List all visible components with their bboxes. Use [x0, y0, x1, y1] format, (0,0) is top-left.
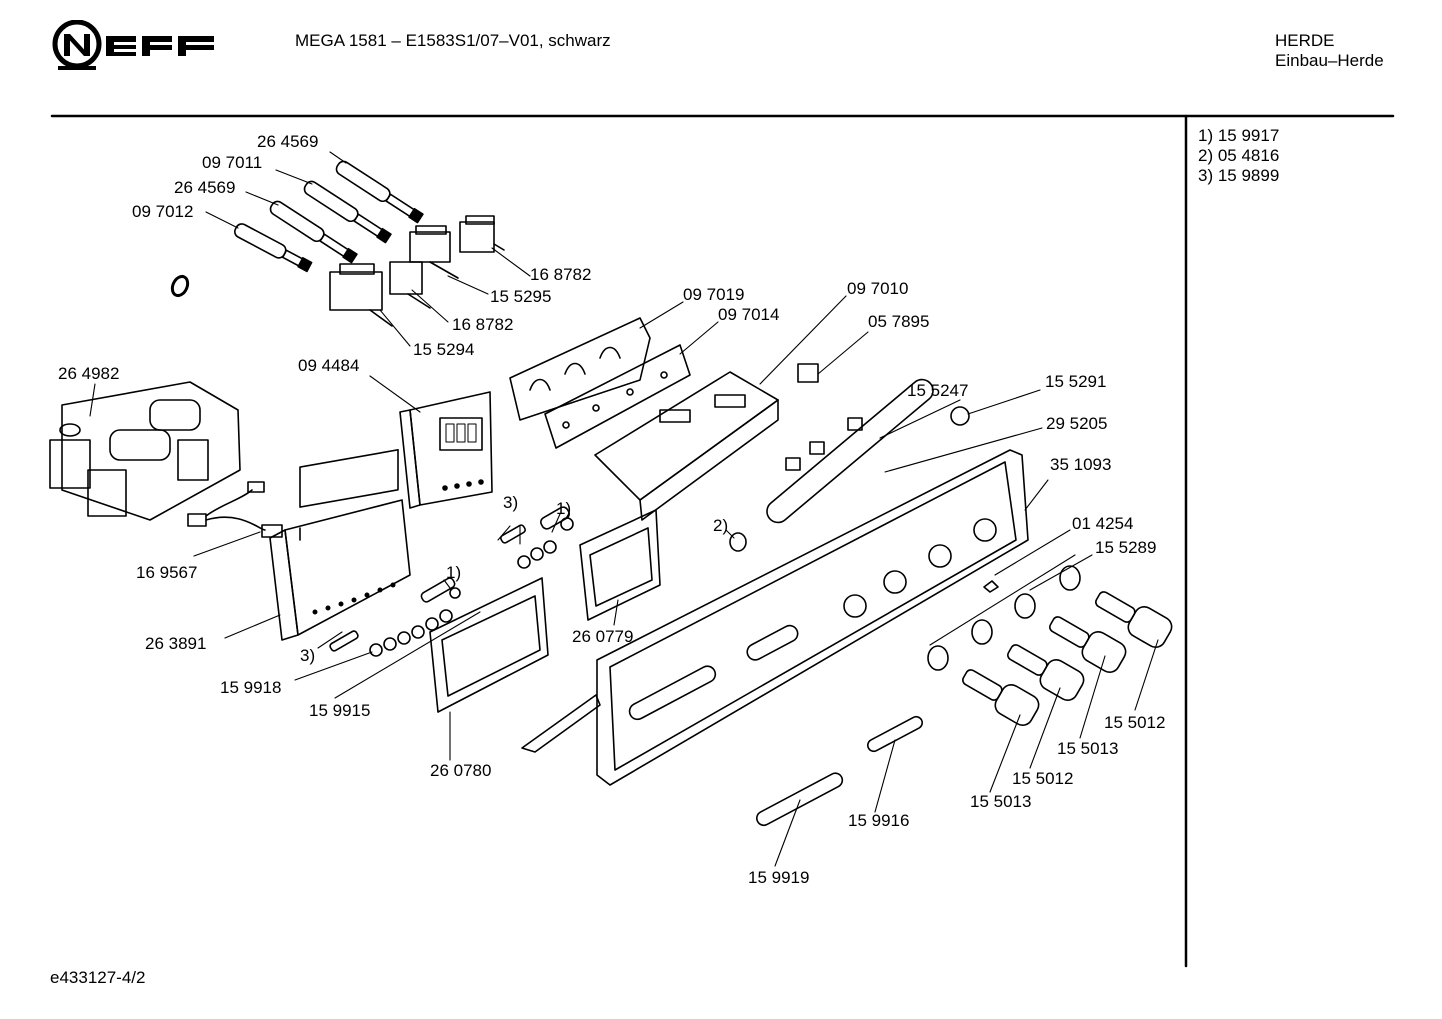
- part-label: 15 5247: [907, 381, 969, 400]
- part-label: 15 5295: [490, 287, 552, 306]
- part-label: 16 8782: [452, 315, 514, 334]
- category-label: HERDE: [1275, 31, 1335, 50]
- rotary-switch-group: [329, 215, 505, 327]
- part-label: 09 4484: [298, 356, 360, 375]
- subcategory-label: Einbau–Herde: [1275, 51, 1384, 70]
- footnote-marker: 2): [713, 516, 729, 535]
- part-label: 16 9567: [136, 563, 198, 582]
- part-label: 15 9918: [220, 678, 282, 697]
- cover-strip-097019: [509, 317, 651, 421]
- part-label: 15 5291: [1045, 372, 1107, 391]
- holding-frame-260780: [429, 577, 549, 713]
- part-label: 15 9915: [309, 701, 371, 720]
- control-knob-group: [962, 591, 1173, 726]
- part-label: 16 8782: [530, 265, 592, 284]
- part-label: 15 5289: [1095, 538, 1157, 557]
- footnote-3: 3) 15 9899: [1198, 166, 1280, 185]
- push-button-group: [329, 506, 574, 657]
- part-label: 29 5205: [1046, 414, 1108, 433]
- part-label: 26 3891: [145, 634, 207, 653]
- neff-logo: [50, 19, 220, 72]
- document-id: e433127-4/2: [50, 968, 146, 987]
- holding-frame-260779: [579, 509, 661, 621]
- switch-carrier-097010: [594, 371, 779, 521]
- display-frame: [269, 449, 411, 641]
- part-label: 26 0779: [572, 627, 634, 646]
- footnote-marker: 3): [503, 493, 519, 512]
- control-shaft-group: [170, 160, 424, 298]
- part-label: 15 5294: [413, 340, 475, 359]
- footnote-1: 1) 15 9917: [1198, 126, 1280, 145]
- leader-lines: [89, 151, 1159, 867]
- part-label: 15 5012: [1012, 769, 1074, 788]
- footnote-marker: 1): [556, 499, 572, 518]
- part-label: 15 5013: [1057, 739, 1119, 758]
- part-label: 05 7895: [868, 312, 930, 331]
- control-panel-351093: [521, 449, 1029, 786]
- part-label: 09 7014: [718, 305, 780, 324]
- bracket-097014: [544, 344, 691, 449]
- part-label: 26 4569: [174, 178, 236, 197]
- part-label: 09 7010: [847, 279, 909, 298]
- knob-ring-group: [927, 565, 1081, 671]
- part-label: 15 5012: [1104, 713, 1166, 732]
- part-label: 09 7011: [202, 153, 263, 172]
- model-title: MEGA 1581 – E1583S1/07–V01, schwarz: [295, 31, 611, 50]
- footnote-2: 2) 05 4816: [1198, 146, 1280, 165]
- lens-strip-group: [755, 715, 923, 827]
- part-label: 26 4982: [58, 364, 120, 383]
- part-label: 09 7019: [683, 285, 745, 304]
- part-label: 35 1093: [1050, 455, 1112, 474]
- transformer-module: [49, 381, 283, 538]
- part-label: 26 4569: [257, 132, 319, 151]
- clock-display-module: [399, 391, 493, 509]
- footnote-marker: 3): [300, 646, 316, 665]
- indicator-lamp-tube: [729, 378, 970, 552]
- part-label: 26 0780: [430, 761, 492, 780]
- part-label: 09 7012: [132, 202, 194, 221]
- microswitch-group: [785, 363, 863, 471]
- part-label: 15 9919: [748, 868, 810, 887]
- part-label: 15 5013: [970, 792, 1032, 811]
- part-label: 15 9916: [848, 811, 910, 830]
- part-label: 01 4254: [1072, 514, 1134, 533]
- footnote-marker: 1): [446, 563, 462, 582]
